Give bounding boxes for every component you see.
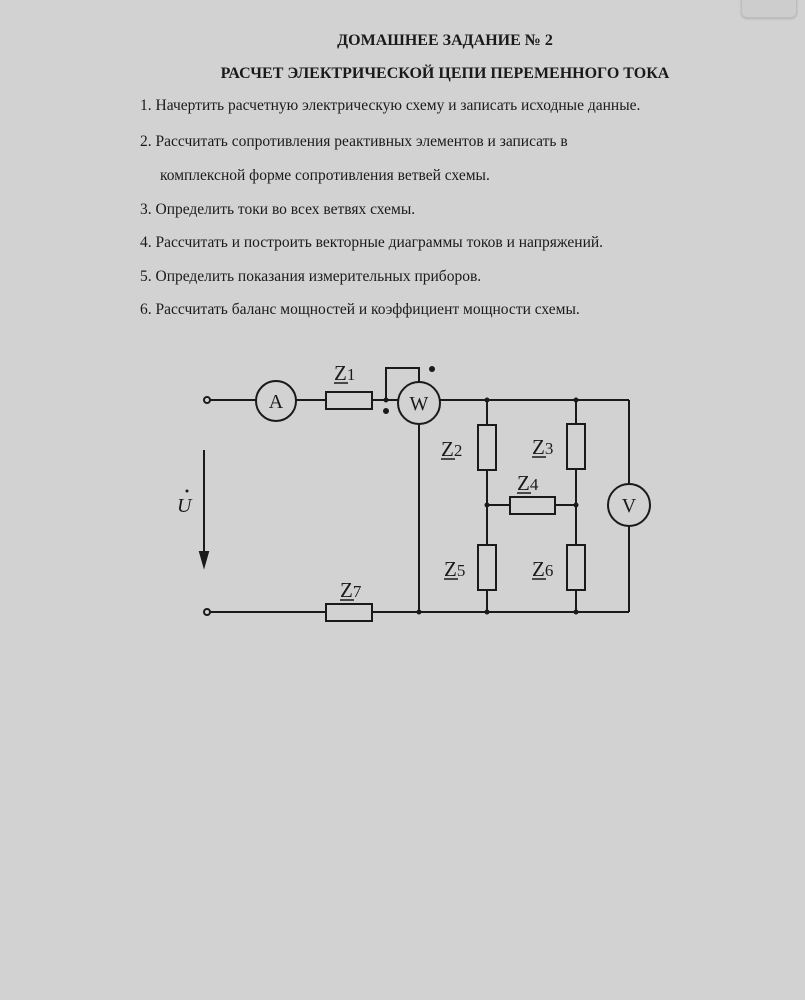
task-item: 3. Определить токи во всех ветвях схемы. [140,201,416,218]
task-item-continuation: комплексной форме сопротивления ветвей с… [160,167,490,184]
svg-text:Z5: Z5 [444,557,465,581]
svg-text:Z3: Z3 [532,435,553,459]
task-item: 6. Рассчитать баланс мощностей и коэффиц… [140,301,580,318]
resistor-z3 [566,423,586,470]
svg-text:Z6: Z6 [532,557,553,581]
ammeter-icon [255,380,297,422]
input-terminal [203,396,211,404]
junction-dots [383,366,579,615]
voltmeter-label: V [622,495,637,517]
ammeter-label: A [269,391,284,413]
wires [210,367,630,613]
resistor-z1 [325,391,373,410]
page-title: ДОМАШНЕЕ ЗАДАНИЕ № 2 [337,32,553,49]
voltage-arrow-icon [198,450,210,570]
task-item: 4. Рассчитать и построить векторные диаг… [140,234,604,251]
impedance-underlines [334,382,546,601]
resistor-z4 [509,496,556,515]
corner-button[interactable] [741,0,797,18]
resistor-z2 [477,424,497,471]
svg-text:Z4: Z4 [517,471,539,495]
voltage-label: U [177,495,193,517]
voltmeter-icon [607,483,651,527]
phasor-dot [185,489,189,493]
input-terminal [203,608,211,616]
resistors [325,391,586,622]
resistor-z7 [325,603,373,622]
wattmeter-label: W [410,393,429,415]
page-subtitle: РАСЧЕТ ЭЛЕКТРИЧЕСКОЙ ЦЕПИ ПЕРЕМЕННОГО ТО… [220,65,670,82]
svg-text:Z7: Z7 [340,578,362,602]
resistor-z5 [477,544,497,591]
svg-text:Z2: Z2 [441,437,462,461]
svg-text:Z1: Z1 [334,361,355,385]
task-item: 2. Рассчитать сопротивления реактивных э… [140,133,568,150]
wattmeter-polarity-dot [429,366,435,372]
wattmeter-icon [397,381,441,425]
impedance-labels: Z1 Z2 Z3 Z4 Z5 Z6 Z7 [334,361,553,602]
resistor-z6 [566,544,586,591]
task-item: 1. Начертить расчетную электрическую схе… [140,97,641,114]
wattmeter-polarity-dot [383,408,389,414]
task-item: 5. Определить показания измерительных пр… [140,268,482,285]
